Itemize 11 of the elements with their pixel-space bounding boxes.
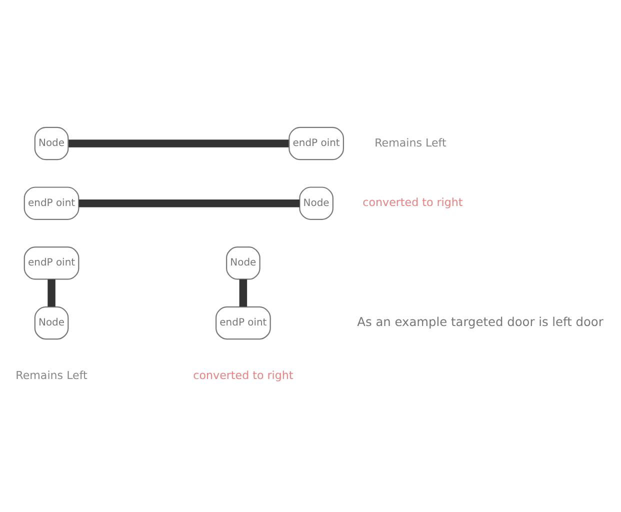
node-label: converted to right	[362, 196, 463, 209]
node-box: endP oint	[24, 246, 80, 280]
connector	[68, 139, 289, 147]
connector	[78, 198, 300, 207]
label: As an example targeted door is left door	[357, 314, 604, 329]
node-label: Remains Left	[374, 136, 446, 149]
node-box: endP oint	[288, 126, 344, 160]
node-label: converted to right	[193, 368, 294, 382]
node-box: endP oint	[24, 186, 80, 220]
node-label: Remains Left	[16, 368, 88, 382]
node-box: endP oint	[216, 306, 271, 340]
